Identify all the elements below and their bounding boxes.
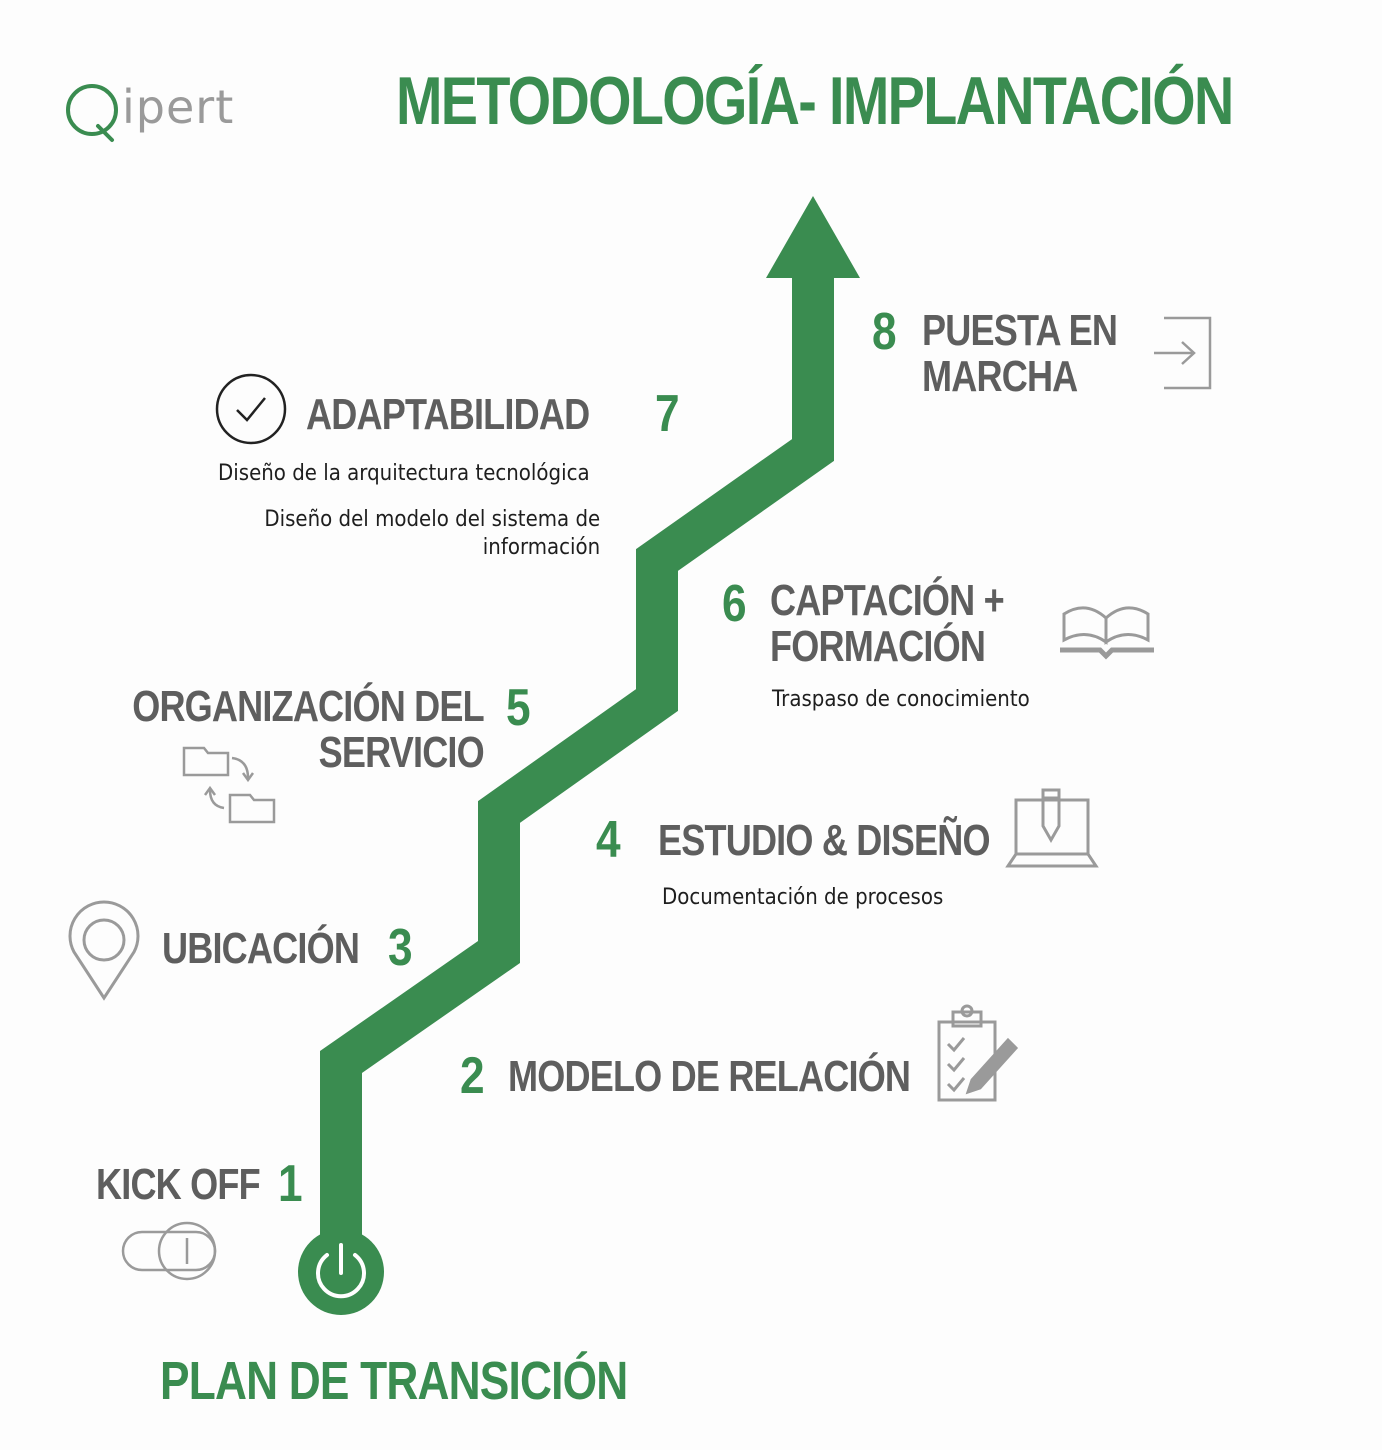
arrow-up-icon xyxy=(766,196,860,278)
laptop-pencil-icon xyxy=(1005,788,1099,868)
sign-in-icon xyxy=(1154,316,1212,390)
step-2-number: 2 xyxy=(460,1047,485,1105)
step-1-label: KICK OFF xyxy=(96,1160,261,1209)
step-2-label: MODELO DE RELACIÓN xyxy=(508,1052,911,1101)
footer-title: PLAN DE TRANSICIÓN xyxy=(160,1351,628,1411)
step-6-description: Traspaso de conocimiento xyxy=(772,687,1030,712)
step-6-label: CAPTACIÓN + FORMACIÓN xyxy=(770,576,1005,671)
staircase-path xyxy=(320,255,834,1260)
step-5-number: 5 xyxy=(506,679,531,737)
step-3-number: 3 xyxy=(388,919,413,977)
step-8-label: PUESTA EN MARCHA xyxy=(922,306,1118,401)
step-4-number: 4 xyxy=(596,811,621,869)
check-circle-icon xyxy=(215,373,287,445)
step-4-label: ESTUDIO & DISEÑO xyxy=(658,816,991,865)
step-5-label: ORGANIZACIÓN DEL SERVICIO xyxy=(132,682,485,777)
step-1-number: 1 xyxy=(278,1155,303,1213)
step-3-label: UBICACIÓN xyxy=(162,924,360,973)
map-pin-icon xyxy=(68,900,140,1001)
step-7-description-1: Diseño de la arquitectura tecnológica xyxy=(218,461,590,486)
toggle-switch-icon xyxy=(121,1221,217,1281)
step-4-description: Documentación de procesos xyxy=(662,885,944,910)
power-icon xyxy=(298,1229,384,1315)
step-8-number: 8 xyxy=(872,303,897,361)
logo-mark-icon xyxy=(66,84,118,142)
step-7-description-2: Diseño del modelo del sistema de informa… xyxy=(264,507,600,560)
step-7-label: ADAPTABILIDAD xyxy=(306,390,590,439)
step-7-number: 7 xyxy=(655,385,680,443)
folders-exchange-icon xyxy=(182,746,276,824)
clipboard-checklist-icon xyxy=(937,1004,1019,1102)
page-title: METODOLOGÍA- IMPLANTACIÓN xyxy=(396,63,1234,139)
step-6-number: 6 xyxy=(722,575,747,633)
logo-text: ipert xyxy=(122,80,235,134)
open-book-icon xyxy=(1060,606,1154,660)
